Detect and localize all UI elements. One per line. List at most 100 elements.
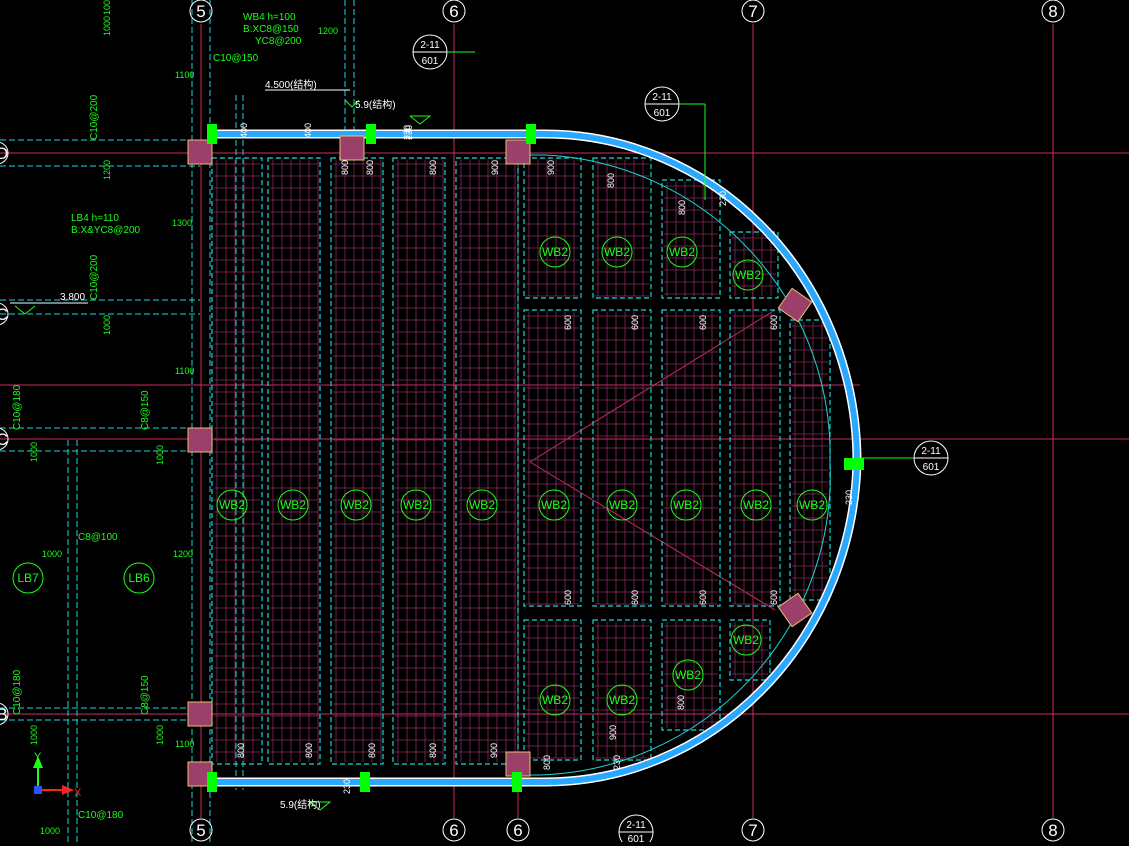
connectors [207,124,864,792]
svg-text:C8@150: C8@150 [140,675,151,715]
beam-label: 900 [546,160,556,175]
connector [366,124,376,144]
svg-text:2-11: 2-11 [921,446,941,457]
axis-bubbles [0,0,1065,842]
svg-text:1000: 1000 [102,16,112,36]
wb2-tag-circle [606,489,638,521]
svg-text:1000: 1000 [102,0,112,15]
detail-ref-1 [412,34,475,70]
svg-text:1000: 1000 [42,549,62,559]
svg-text:1100: 1100 [175,70,194,80]
wb2-tag-circle [606,684,638,716]
axis-bubble-top-6 [442,0,466,23]
svg-text:1000: 1000 [29,725,39,745]
rebar-notes: C10@150 C10@200 C10@200 C10@180 C8@150 C… [12,53,259,821]
axis-label-left-B: B [0,705,8,724]
svg-text:1200: 1200 [173,549,193,559]
svg-text:2-11: 2-11 [652,92,672,103]
svg-text:C10@200: C10@200 [89,254,100,300]
axis-label-top-5: 5 [196,2,205,21]
tag-lb6: LB6 [128,571,150,585]
axis-label-bot-8: 8 [1048,821,1057,840]
curved-inner-beam [530,154,831,776]
wb2-tag-circle [732,259,764,291]
svg-text:601: 601 [654,108,671,119]
detail-ref-4 [618,814,654,846]
connector [526,124,536,144]
beam-label: 230 [718,191,728,206]
wb4-spec-line2: B:XC8@150 [243,24,299,35]
wb2-tag-circle [730,624,762,656]
wb2-tag-label: WB2 [673,498,699,512]
tag-lb7: LB7 [17,571,39,585]
svg-text:C8@100: C8@100 [78,532,118,543]
svg-text:C8@150: C8@150 [140,390,151,430]
wb2-tag-circle [400,489,432,521]
left-dimensions: 1100 1300 1100 1000 1200 1000 1100 1200 … [29,0,338,836]
beam-label: 600 [630,590,640,605]
wb2-tag-circle [466,489,498,521]
columns [187,135,813,787]
wb2-tag-label: WB2 [541,498,567,512]
slab-spec-notes: WB4 h=100 B:XC8@150 YC8@200 LB4 h=110 B:… [71,12,302,236]
beam-label: 800 [236,743,246,758]
beam-label: 800 [677,200,687,215]
beam-label: 600 [769,590,779,605]
slab-panel [592,309,652,607]
axis-label-left-C2: C [0,430,8,449]
detail-ref-2 [644,86,706,200]
slab-panel [523,157,582,299]
wb2-tag-label: WB2 [735,268,761,282]
svg-text:1100: 1100 [175,739,194,749]
axis-label-top-7: 7 [748,2,757,21]
svg-text:2-11: 2-11 [420,40,440,51]
svg-text:1200: 1200 [318,26,338,36]
beam-label: 400 [303,123,313,138]
detail-ref-text: 2-11 601 2-11 601 2-11 601 2-11 601 [420,40,941,845]
wb2-tag-label: WB2 [609,498,635,512]
svg-text:1300: 1300 [172,218,192,228]
wb2-tag-label: WB2 [343,498,369,512]
beam-label: 800 [542,755,552,770]
beam-label: 800 [428,743,438,758]
axis-bubble-bot-5 [189,818,213,842]
slab-panel [661,179,721,299]
svg-text:2-11: 2-11 [626,820,646,831]
wb4-spec-line1: WB4 h=100 [243,12,296,23]
rebar-mesh [214,160,828,762]
wb2-tag-label: WB2 [609,693,635,707]
column [777,287,813,323]
axis-label-left-D: D [0,144,8,163]
beam-label: 600 [769,315,779,330]
axis-label-left-C: C [0,305,8,324]
svg-text:C10@200: C10@200 [89,94,100,140]
beam-label: 800 [428,160,438,175]
wb2-tag-circle [277,489,309,521]
axis-bubble-left-B [0,702,9,726]
slab-panel [267,157,321,765]
svg-text:1000: 1000 [102,315,112,335]
lb4-spec-line1: LB4 h=110 [71,213,119,224]
wb2-tag-circle [672,659,704,691]
svg-text:C10@180: C10@180 [78,810,124,821]
wb2-tag-circle [670,489,702,521]
elevation-59-bot: 5.9(结构) [280,798,321,811]
elevation-59-top: 5.9(结构) [355,98,396,111]
axis-label-bot-6b: 6 [513,821,522,840]
axis-bubble-top-8 [1041,0,1065,23]
slab-panels [211,157,831,765]
wb2-tag-circle [340,489,372,521]
axis-bubble-top-5 [189,0,213,23]
column [339,135,365,161]
beam-label: 900 [490,160,500,175]
slab-panel [523,619,582,761]
wb2-tag-circle [539,236,571,268]
wb2-tag-label: WB2 [542,693,568,707]
svg-text:1000: 1000 [29,442,39,462]
svg-text:1100: 1100 [175,366,194,376]
beam-label: 900 [608,725,618,740]
beam-label: 900 [489,743,499,758]
